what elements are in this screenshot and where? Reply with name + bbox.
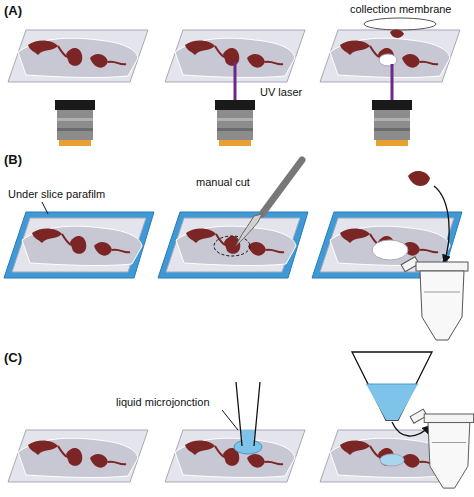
- panel-letter: (B): [4, 152, 22, 167]
- panel-letter: (C): [4, 350, 22, 365]
- part-label: manual cut: [196, 176, 250, 189]
- part-label: collection membrane: [350, 3, 452, 16]
- part-label: Under slice parafilm: [8, 188, 105, 201]
- part-label: UV laser: [260, 86, 302, 99]
- part-label: liquid microjonction: [116, 396, 210, 409]
- panel-letter: (A): [4, 3, 22, 18]
